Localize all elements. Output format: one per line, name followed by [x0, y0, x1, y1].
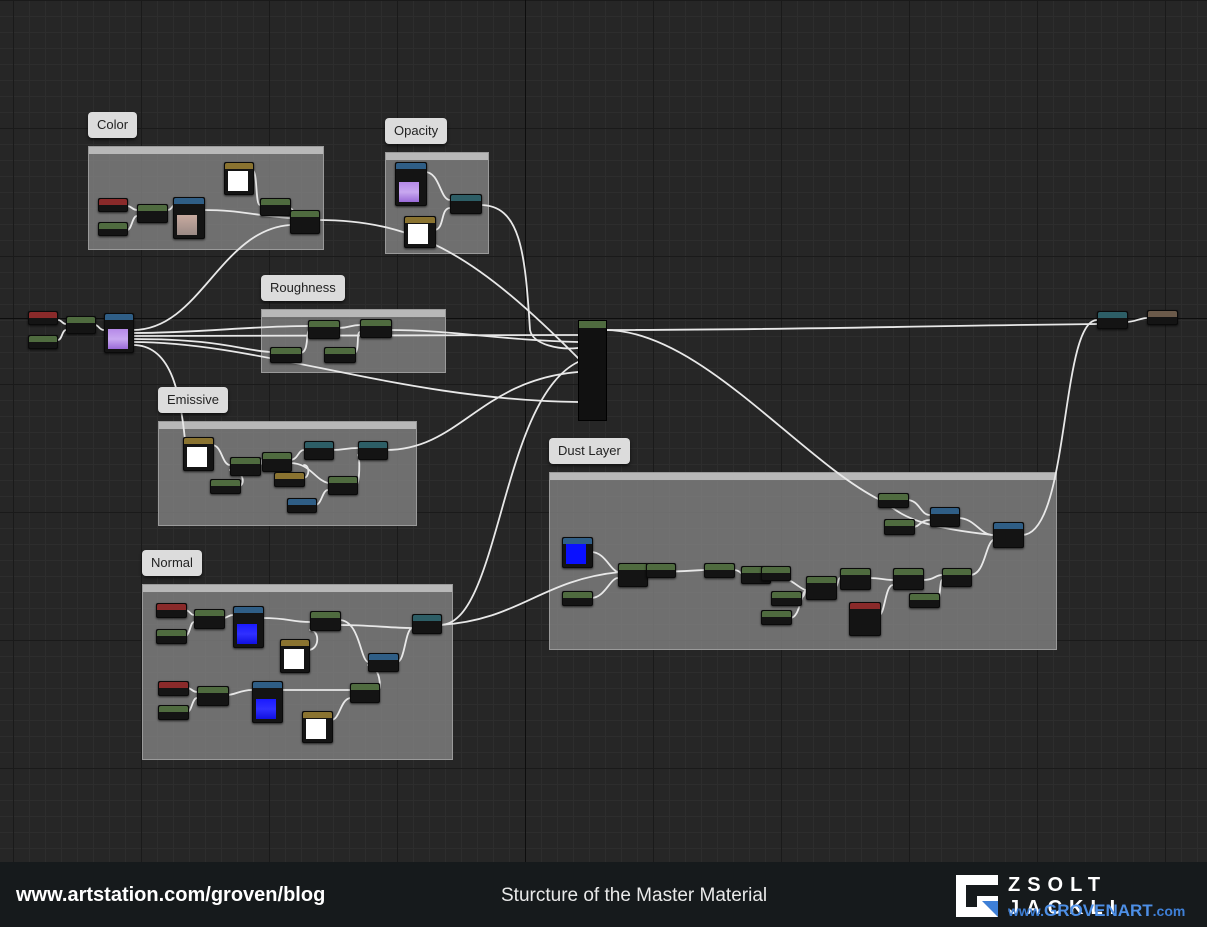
footer-bar: www.artstation.com/groven/blog Sturcture…	[0, 862, 1207, 927]
comment-box-dust-layer[interactable]	[549, 472, 1057, 650]
graph-node[interactable]	[156, 603, 187, 618]
graph-node[interactable]	[304, 441, 334, 460]
texture-node[interactable]	[280, 639, 310, 673]
material-graph-canvas[interactable]: Color Opacity Roughness Emissive Normal …	[0, 0, 1207, 862]
graph-node[interactable]	[28, 311, 58, 325]
author-name: ZSOLT JACKLI	[1008, 874, 1123, 919]
graph-node[interactable]	[562, 591, 593, 606]
graph-node[interactable]	[158, 681, 189, 696]
graph-node[interactable]	[98, 222, 128, 236]
graph-node[interactable]	[849, 602, 881, 636]
texture-node[interactable]	[183, 437, 214, 471]
group-label-dust-layer[interactable]: Dust Layer	[549, 438, 630, 464]
graph-node[interactable]	[308, 320, 340, 339]
image-caption: Sturcture of the Master Material	[501, 885, 768, 906]
texture-node[interactable]	[173, 197, 205, 239]
graph-node[interactable]	[290, 210, 320, 234]
graph-node[interactable]	[450, 194, 482, 214]
graph-node[interactable]	[412, 614, 442, 634]
graph-node[interactable]	[210, 479, 241, 494]
graph-node[interactable]	[28, 335, 58, 349]
logo-icon	[956, 875, 998, 917]
texture-node[interactable]	[302, 711, 333, 743]
wire-layer	[57, 169, 1148, 721]
graph-node[interactable]	[771, 591, 802, 606]
graph-node[interactable]	[310, 611, 341, 631]
graph-node[interactable]	[646, 563, 676, 578]
graph-node[interactable]	[194, 609, 225, 629]
graph-node[interactable]	[930, 507, 960, 527]
graph-node[interactable]	[230, 457, 261, 476]
url-prefix: www.	[1008, 903, 1045, 919]
graph-node[interactable]	[274, 472, 305, 487]
graph-node[interactable]	[287, 498, 317, 513]
graph-node[interactable]	[893, 568, 924, 590]
graph-node[interactable]	[761, 566, 791, 581]
grovenart-url[interactable]: www.GROVENART.com	[1008, 901, 1185, 921]
graph-node[interactable]	[66, 316, 96, 334]
graph-node[interactable]	[878, 493, 909, 508]
texture-node[interactable]	[224, 162, 254, 195]
material-output-node[interactable]	[578, 320, 607, 421]
url-main: GROVENART	[1044, 901, 1153, 920]
texture-node[interactable]	[252, 681, 283, 723]
group-label-roughness[interactable]: Roughness	[261, 275, 345, 301]
graph-node[interactable]	[137, 204, 168, 223]
graph-origin-horizontal	[0, 318, 1207, 319]
artstation-url[interactable]: www.artstation.com/groven/blog	[16, 884, 326, 906]
graph-node[interactable]	[368, 653, 399, 672]
graph-node[interactable]	[909, 593, 940, 608]
graph-origin-vertical	[525, 0, 526, 862]
graph-node[interactable]	[360, 319, 392, 338]
graph-node[interactable]	[884, 519, 915, 535]
texture-node[interactable]	[233, 606, 264, 648]
graph-node[interactable]	[324, 347, 356, 363]
group-label-emissive[interactable]: Emissive	[158, 387, 229, 413]
graph-node[interactable]	[1147, 310, 1178, 325]
texture-node[interactable]	[395, 162, 427, 206]
graph-node[interactable]	[704, 563, 735, 578]
graph-node[interactable]	[993, 522, 1024, 548]
graph-node[interactable]	[328, 476, 358, 495]
graph-node[interactable]	[761, 610, 792, 625]
graph-node[interactable]	[618, 563, 648, 587]
group-label-opacity[interactable]: Opacity	[385, 118, 448, 144]
texture-node[interactable]	[562, 537, 593, 568]
graph-node[interactable]	[840, 568, 871, 590]
graph-node[interactable]	[270, 347, 302, 363]
graph-node[interactable]	[197, 686, 229, 706]
graph-node[interactable]	[156, 629, 187, 644]
texture-node[interactable]	[404, 216, 436, 248]
graph-node[interactable]	[350, 683, 380, 703]
graph-node[interactable]	[806, 576, 837, 600]
group-label-color[interactable]: Color	[88, 112, 138, 138]
graph-node[interactable]	[98, 198, 128, 212]
graph-node[interactable]	[158, 705, 189, 720]
graph-node[interactable]	[262, 452, 292, 472]
texture-node[interactable]	[104, 313, 134, 353]
graph-node[interactable]	[942, 568, 972, 587]
url-suffix: .com	[1152, 903, 1186, 919]
graph-node[interactable]	[358, 441, 388, 460]
group-label-normal[interactable]: Normal	[142, 550, 202, 576]
graph-node[interactable]	[1097, 311, 1128, 329]
graph-node[interactable]	[260, 198, 291, 216]
